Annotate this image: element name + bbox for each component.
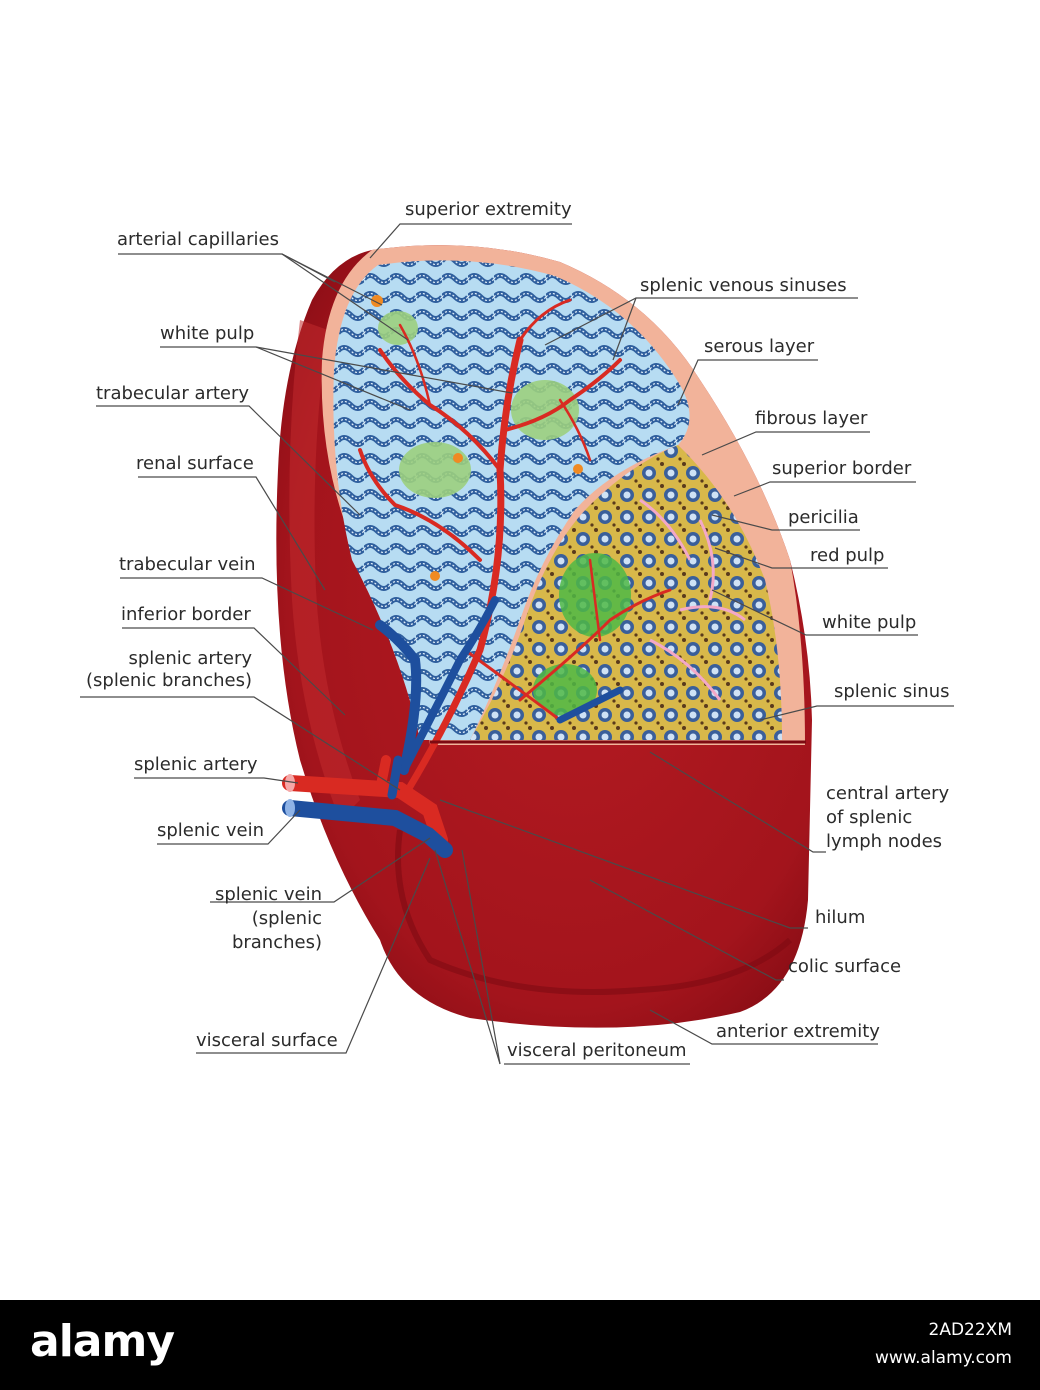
- label-splenic-venous-sinuses: splenic venous sinuses: [640, 275, 847, 296]
- label-serous-layer: serous layer: [704, 336, 815, 357]
- label-pericilia: pericilia: [788, 507, 859, 528]
- spleen-illustration: [80, 223, 954, 1065]
- label-trabecular-artery: trabecular artery: [96, 383, 250, 404]
- hilum-vessels: [282, 755, 453, 858]
- arterial-tree: [358, 298, 672, 794]
- label-splenic-vein-branches: splenic vein (splenic branches): [214, 884, 322, 953]
- brand-logo: alamy: [30, 1316, 175, 1367]
- diagram-canvas: superior extremity arterial capillaries …: [80, 199, 954, 1065]
- follicle-1: [511, 380, 579, 440]
- renal-surface: [289, 320, 360, 820]
- label-fibrous-layer: fibrous layer: [755, 408, 868, 429]
- follicle-3: [378, 311, 418, 345]
- label-arterial-capillaries: arterial capillaries: [117, 229, 279, 250]
- image-id: 2AD22XM: [928, 1320, 1012, 1340]
- label-superior-border: superior border: [772, 458, 912, 479]
- label-anterior-extremity: anterior extremity: [716, 1021, 880, 1042]
- label-hilum: hilum: [815, 907, 866, 928]
- watermark-footer: alamy 2AD22XM www.alamy.com: [0, 1300, 1040, 1390]
- label-colic-surface: colic surface: [788, 956, 902, 977]
- label-splenic-sinus: splenic sinus: [834, 681, 950, 702]
- visceral-fold: [395, 829, 793, 995]
- label-white-pulp-left: white pulp: [160, 323, 255, 344]
- follicle-2: [399, 442, 471, 498]
- label-visceral-surface: visceral surface: [196, 1030, 338, 1051]
- label-splenic-artery-branches: splenic artery (splenic branches): [86, 648, 252, 691]
- label-red-pulp: red pulp: [810, 545, 885, 566]
- label-splenic-artery: splenic artery: [134, 754, 258, 775]
- label-white-pulp-right: white pulp: [822, 612, 917, 633]
- label-inferior-border: inferior border: [121, 604, 251, 625]
- site-url: www.alamy.com: [874, 1348, 1012, 1368]
- leader-lines: [80, 223, 954, 1065]
- label-splenic-vein: splenic vein: [157, 820, 265, 841]
- label-central-artery: central artery of splenic lymph nodes: [826, 783, 950, 852]
- pericilia: [639, 498, 746, 701]
- label-visceral-peritoneum: visceral peritoneum: [507, 1040, 687, 1061]
- trabecular-vein: [375, 596, 624, 775]
- label-superior-extremity: superior extremity: [405, 199, 572, 220]
- label-renal-surface: renal surface: [136, 453, 254, 474]
- label-trabecular-vein: trabecular vein: [119, 554, 256, 575]
